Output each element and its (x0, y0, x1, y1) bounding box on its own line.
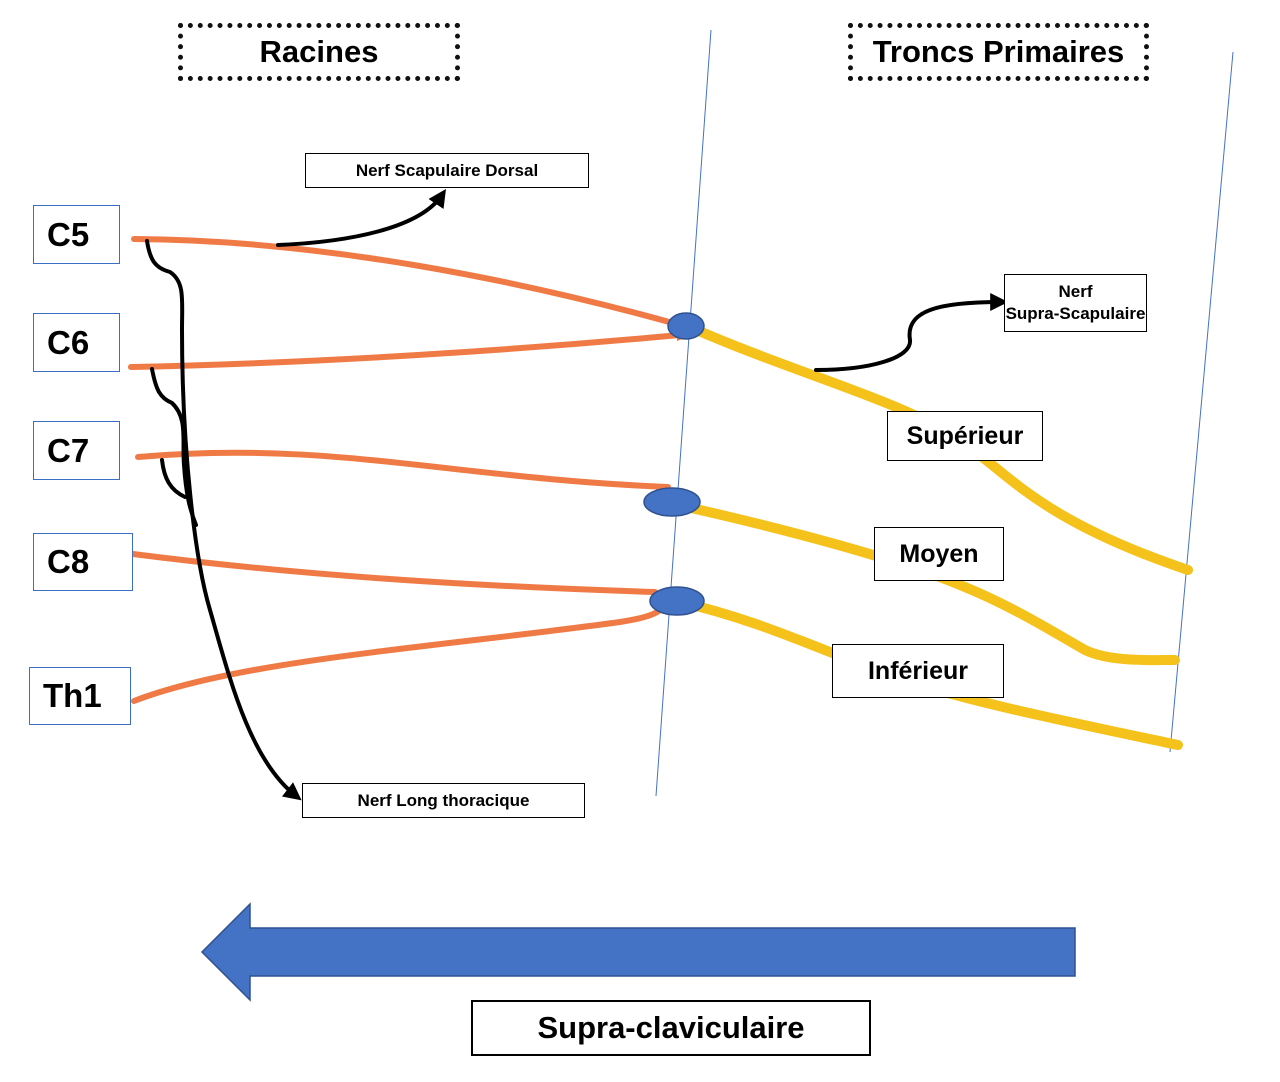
nerve-box-suprascapular: Nerf Supra-Scapulaire (1004, 274, 1147, 332)
root-box-c8: C8 (33, 533, 133, 591)
root-line-c5 (131, 236, 683, 328)
junction-node-middle (643, 487, 701, 517)
root-label-c5: C5 (47, 215, 90, 253)
dorsal-scapular-branch (276, 189, 447, 247)
header-racines-label: Racines (259, 34, 379, 69)
nerve-label-suprascapular-line1: Nerf (1058, 281, 1093, 301)
trunk-label-middle: Moyen (899, 539, 979, 568)
trunk-label-superior: Supérieur (906, 421, 1024, 450)
nerve-label-suprascapular-line2: Supra-Scapulaire (1005, 304, 1146, 323)
trunk-box-superior: Supérieur (887, 411, 1043, 461)
root-line-c7 (135, 449, 671, 490)
supraclavicular-direction-arrow (200, 902, 1076, 1002)
junction-node-superior (667, 312, 705, 340)
header-troncs-primaires-label: Troncs Primaires (872, 34, 1125, 69)
root-label-th1: Th1 (43, 677, 102, 714)
root-label-c7: C7 (47, 431, 90, 469)
divider-line-trunks-end (1169, 51, 1234, 753)
root-box-c7: C7 (33, 421, 120, 480)
nerve-label-dorsal-scapular: Nerf Scapulaire Dorsal (355, 160, 539, 180)
trunk-line-middle (673, 500, 1180, 666)
nerve-box-long-thoracic: Nerf Long thoracique (302, 783, 585, 818)
nerve-label-long-thoracic: Nerf Long thoracique (357, 790, 530, 810)
c7-contribution-branch (160, 458, 187, 499)
trunk-label-inferior: Inférieur (867, 656, 969, 685)
trunk-box-middle: Moyen (874, 527, 1004, 581)
root-box-th1: Th1 (29, 667, 131, 725)
root-label-c8: C8 (47, 543, 90, 580)
header-troncs-primaires: Troncs Primaires (848, 23, 1149, 81)
c6-contribution-branch (150, 367, 198, 527)
long-thoracic-branch (145, 239, 302, 801)
root-line-c8 (130, 551, 658, 595)
footer-supraclavicular: Supra-claviculaire (471, 1000, 871, 1056)
root-label-c6: C6 (47, 323, 90, 361)
header-racines: Racines (178, 23, 460, 81)
footer-supraclavicular-label: Supra-claviculaire (537, 1010, 805, 1045)
root-box-c6: C6 (33, 313, 120, 372)
root-line-th1 (131, 602, 668, 704)
divider-line-roots-trunks (655, 29, 712, 797)
root-line-c6 (128, 331, 693, 370)
junction-node-inferior (649, 586, 705, 616)
nerve-box-dorsal-scapular: Nerf Scapulaire Dorsal (305, 153, 589, 188)
trunk-box-inferior: Inférieur (832, 644, 1004, 698)
suprascapular-branch (814, 293, 1009, 372)
root-box-c5: C5 (33, 205, 120, 264)
